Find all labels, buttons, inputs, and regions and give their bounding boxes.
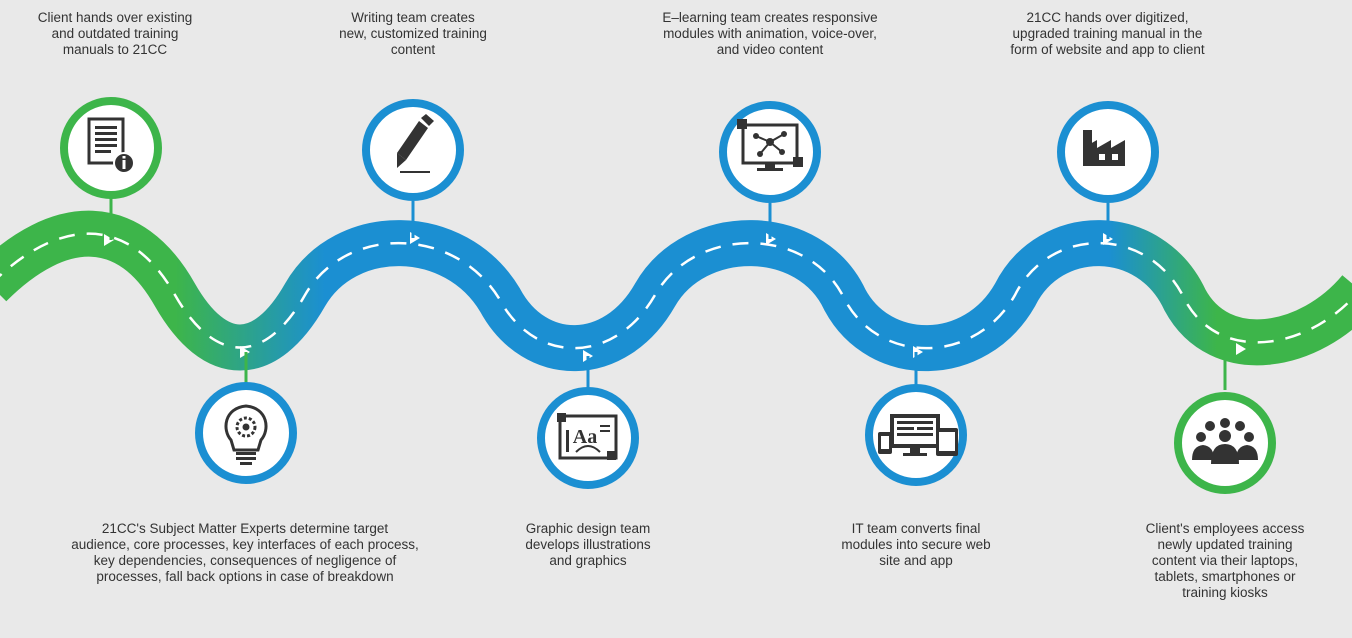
road-arrow xyxy=(104,234,114,246)
step-node-4: Aa xyxy=(537,387,639,489)
step-3-caption: Writing team creates new, customized tra… xyxy=(339,10,487,57)
people-group-icon xyxy=(1192,418,1258,464)
elearning-monitor-icon xyxy=(737,119,803,171)
step-node-6 xyxy=(865,384,967,486)
step-8-caption: Client's employees access newly updated … xyxy=(1145,521,1305,600)
step-node-8 xyxy=(1174,392,1276,494)
step-2-caption: 21CC's Subject Matter Experts determine … xyxy=(71,521,419,584)
step-node-1 xyxy=(60,97,162,199)
step-1-caption: Client hands over existing and outdated … xyxy=(37,10,193,57)
step-node-5 xyxy=(719,101,821,203)
document-info-icon xyxy=(87,117,135,174)
step-ring xyxy=(195,382,297,484)
road-center-dashes xyxy=(0,232,1352,350)
step-5-caption: E–learning team creates responsive modul… xyxy=(662,10,878,57)
step-6-caption: IT team converts final modules into secu… xyxy=(841,521,991,568)
svg-text:Aa: Aa xyxy=(573,426,597,448)
step-node-3 xyxy=(362,99,464,201)
factory-icon xyxy=(1083,130,1125,166)
devices-icon xyxy=(878,414,958,456)
pen-icon xyxy=(397,114,434,173)
step-node-7 xyxy=(1057,101,1159,203)
road-arrow xyxy=(1236,343,1246,355)
lightbulb-gear-icon xyxy=(224,404,268,465)
step-ring xyxy=(60,97,162,199)
connectors xyxy=(109,197,1227,390)
step-7-caption: 21CC hands over digitized, upgraded trai… xyxy=(1010,10,1205,57)
step-node-2 xyxy=(195,382,297,484)
step-ring xyxy=(362,99,464,201)
step-4-caption: Graphic design team develops illustratio… xyxy=(525,521,651,568)
road-surface xyxy=(0,210,1352,372)
step-ring xyxy=(1174,392,1276,494)
typography-design-icon: Aa xyxy=(557,413,618,460)
road xyxy=(0,210,1352,372)
